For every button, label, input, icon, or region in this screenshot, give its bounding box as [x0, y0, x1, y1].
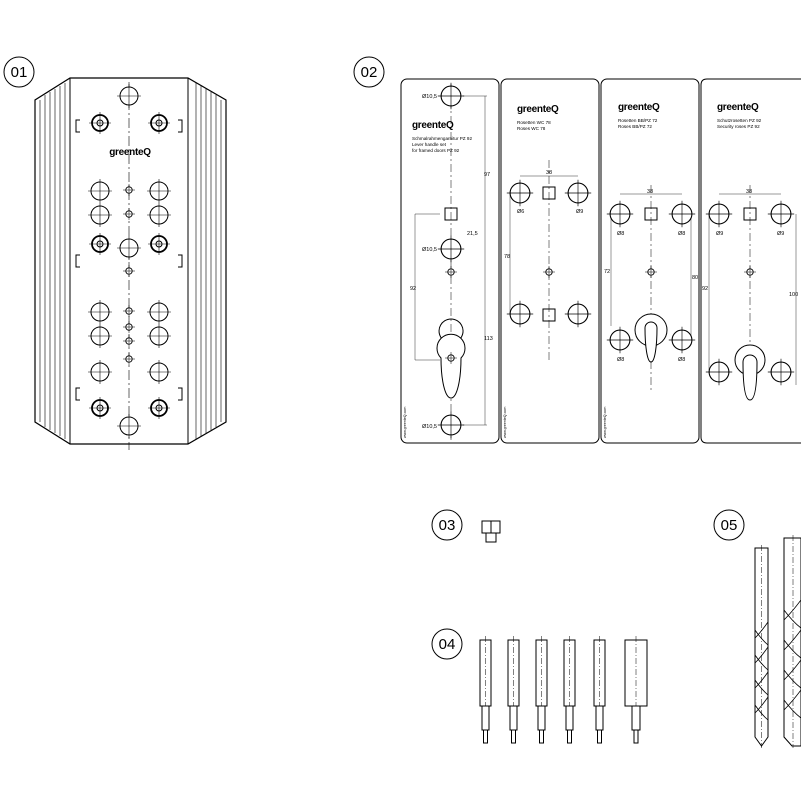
template-3-title-2: Roses BB/PZ 72 — [618, 124, 652, 129]
template-roses-bb-pz: greenteQ Rosetten BB/PZ 72 Roses BB/PZ 7… — [600, 78, 700, 444]
template-1-dim-mid: Ø10,5 — [422, 247, 437, 253]
template-2-dim-78: 78 — [504, 254, 510, 260]
bit-adapter — [481, 520, 501, 543]
template-1-dim-92: 92 — [410, 286, 416, 292]
template-1-dim-top: Ø10,5 — [422, 94, 437, 100]
template-lever-handle: greenteQ Schmalrahmengarnitur PZ 92 Leve… — [400, 78, 500, 444]
template-3-dim-8-d: Ø8 — [678, 357, 685, 363]
template-2-title-2: Roses WC 78 — [517, 126, 546, 131]
guide-pin-5 — [593, 636, 606, 744]
template-2-title-1: Rosetten WC 78 — [517, 120, 551, 125]
template-1-url: www.greenteQ.com — [403, 407, 407, 438]
template-3-title-1: Rosetten BB/PZ 72 — [618, 118, 658, 123]
template-4-title-2: Security roses PZ 92 — [717, 124, 760, 129]
guide-pin-6 — [624, 636, 648, 744]
template-2-url: www.greenteQ.com — [503, 407, 507, 438]
callout-05-label: 05 — [721, 517, 738, 534]
template-3-dim-8-c: Ø8 — [617, 357, 624, 363]
callout-01-label: 01 — [11, 64, 28, 81]
guide-pins — [479, 636, 648, 744]
template-4-title-1: Schutzrosetten PZ 92 — [717, 118, 762, 123]
guide-pin-4 — [563, 636, 576, 744]
jig-brand: greenteQ — [109, 147, 151, 158]
callout-02: 02 — [353, 56, 385, 88]
template-1-dim-21-5: 21,5 — [467, 231, 478, 237]
template-1-title-2: Lever handle set — [412, 142, 447, 147]
template-4-dim-100: 100 — [789, 292, 798, 298]
template-2-dim-9: Ø9 — [576, 209, 583, 215]
guide-pin-1 — [479, 636, 492, 744]
template-4-dim-9-b: Ø9 — [777, 231, 784, 237]
drilling-jig — [34, 77, 227, 450]
template-4-dim-38: 38 — [746, 189, 752, 195]
callout-04: 04 — [431, 628, 463, 660]
callout-01: 01 — [3, 56, 35, 88]
template-2-brand: greenteQ — [517, 104, 559, 115]
template-1-dim-97: 97 — [484, 172, 490, 178]
guide-pin-3 — [535, 636, 548, 744]
template-1-dim-113: 113 — [484, 336, 493, 342]
template-3-dim-80: 80 — [692, 275, 698, 281]
template-4-dim-9-a: Ø9 — [716, 231, 723, 237]
template-3-dim-8-a: Ø8 — [617, 231, 624, 237]
template-1-dim-bottom: Ø10,5 — [422, 424, 437, 430]
callout-03-label: 03 — [439, 517, 456, 534]
template-roses-wc: greenteQ Rosetten WC 78 Roses WC 78 38 Ø… — [500, 78, 600, 444]
callout-05: 05 — [713, 509, 745, 541]
template-4-brand: greenteQ — [717, 102, 759, 113]
callout-04-label: 04 — [439, 636, 456, 653]
template-1-brand: greenteQ — [412, 120, 454, 131]
template-3-dim-72: 72 — [604, 269, 610, 275]
template-3-dim-38: 38 — [647, 189, 653, 195]
drill-bits — [754, 535, 801, 748]
template-2-dim-38: 38 — [546, 170, 552, 176]
callout-03: 03 — [431, 509, 463, 541]
template-1-title-1: Schmalrahmengarnitur PZ 92 — [412, 136, 472, 141]
template-4-dim-92: 92 — [702, 286, 708, 292]
template-3-dim-8-b: Ø8 — [678, 231, 685, 237]
template-2-dim-6: Ø6 — [517, 209, 524, 215]
drill-bit-1 — [754, 545, 769, 748]
template-1-title-3: for framed doors PZ 92 — [412, 148, 460, 153]
guide-pin-2 — [507, 636, 520, 744]
callout-02-label: 02 — [361, 64, 378, 81]
template-security-roses: greenteQ Schutzrosetten PZ 92 Security r… — [700, 78, 801, 444]
template-3-url: www.greenteQ.com — [603, 407, 607, 438]
template-3-brand: greenteQ — [618, 102, 660, 113]
drill-bit-2 — [783, 535, 801, 748]
